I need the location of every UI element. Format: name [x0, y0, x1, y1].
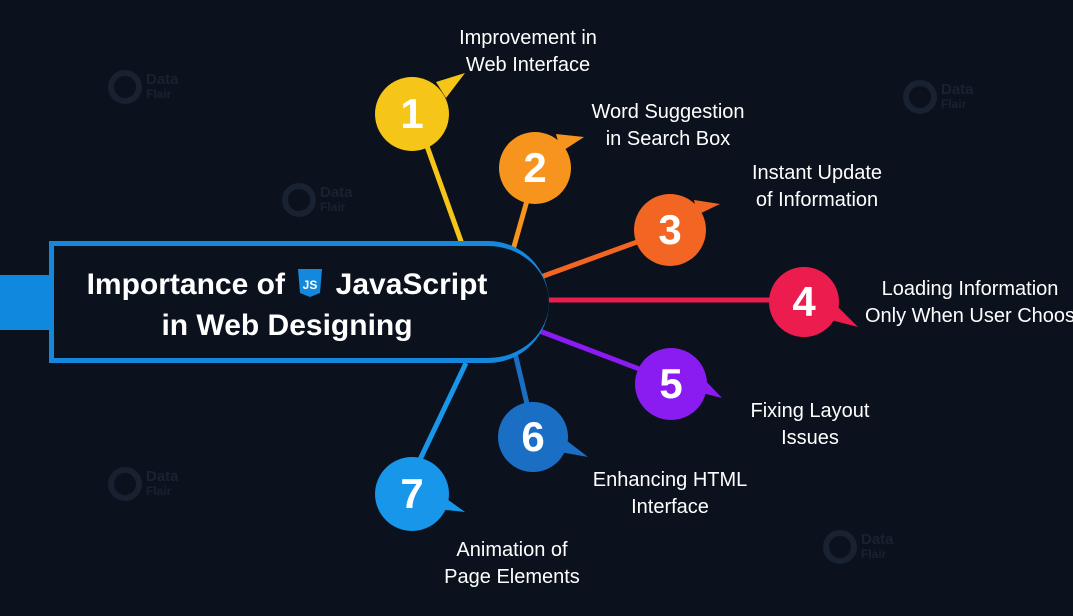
node-6-label: Enhancing HTML Interface	[580, 467, 760, 521]
node-5-label: Fixing Layout Issues	[730, 398, 890, 452]
watermark-text: Flair	[861, 547, 887, 561]
node-3-label-line1: Instant Update	[751, 162, 883, 184]
node-7-label: Animation of Page Elements	[432, 537, 592, 591]
node-4-number: 4	[792, 278, 816, 325]
connector-line-1	[420, 134, 465, 245]
node-1-label-line2: Web Interface	[465, 54, 591, 76]
watermark-text: Flair	[941, 97, 967, 111]
node-5-label-line2: Issues	[781, 427, 839, 449]
watermark-text: Data	[941, 81, 974, 98]
node-5-bubble-icon	[635, 348, 722, 420]
node-2-label-line2: in Search Box	[605, 128, 731, 150]
node-5-number: 5	[659, 360, 683, 407]
watermark-text: Data	[146, 468, 179, 485]
node-7-bubble-icon	[375, 457, 465, 531]
node-6-label-line1: Enhancing HTML	[592, 469, 748, 491]
node-2-label-line1: Word Suggestion	[591, 101, 745, 123]
node-3-label-line2: of Information	[755, 189, 879, 211]
title-line2: in Web Designing	[161, 309, 413, 342]
node-3-label: Instant Update of Information	[732, 160, 902, 214]
node-1-number: 1	[400, 90, 424, 137]
connector-line-3	[537, 235, 649, 281]
title-line1-prefix: Importance of	[86, 268, 285, 301]
node-1-label: Improvement in Web Interface	[440, 25, 616, 79]
watermark-circle-icon	[108, 467, 142, 501]
watermark-text: Flair	[320, 200, 346, 214]
node-7-label-line1: Animation of	[456, 539, 568, 561]
title-line1-suffix: JavaScript	[335, 268, 488, 301]
node-7-number: 7	[400, 470, 424, 517]
js-badge-text: JS	[303, 278, 318, 292]
node-5-label-line1: Fixing Layout	[750, 400, 870, 422]
watermark-text: Data	[320, 184, 353, 201]
node-2-label: Word Suggestion in Search Box	[578, 99, 758, 153]
node-6-bubble-icon	[498, 402, 588, 472]
node-1-bubble-icon	[375, 73, 465, 151]
node-6-label-line2: Interface	[631, 496, 709, 518]
watermark-text: Flair	[146, 484, 172, 498]
node-1-label-line1: Improvement in	[459, 27, 597, 49]
watermark-text: Data	[146, 71, 179, 88]
connector-line-7	[412, 361, 469, 472]
node-2-number: 2	[523, 144, 547, 191]
watermark-circle-icon	[823, 530, 857, 564]
title-box	[49, 241, 549, 363]
node-4-bubble-icon	[769, 267, 858, 337]
watermark-circle-icon	[108, 70, 142, 104]
node-4-label-line2: Only When User Choos	[864, 305, 1073, 327]
node-3-number: 3	[658, 206, 682, 253]
watermark-text: Data	[861, 531, 894, 548]
watermark-circle-icon	[282, 183, 316, 217]
node-6-number: 6	[521, 413, 545, 460]
javascript-shield-icon: JS	[298, 269, 323, 297]
connector-line-6	[512, 352, 531, 409]
left-tab-decoration	[0, 275, 52, 330]
watermark-text: Flair	[146, 87, 172, 101]
page-title: Importance of JS JavaScript in Web Desig…	[52, 264, 522, 346]
node-3-bubble-icon	[634, 194, 720, 266]
watermark-circle-icon	[903, 80, 937, 114]
node-4-label: Loading Information Only When User Choos	[860, 276, 1073, 330]
node-7-label-line2: Page Elements	[444, 566, 580, 588]
node-2-bubble-icon	[499, 132, 584, 204]
node-4-label-line1: Loading Information	[881, 278, 1059, 300]
connector-line-5	[536, 327, 656, 378]
